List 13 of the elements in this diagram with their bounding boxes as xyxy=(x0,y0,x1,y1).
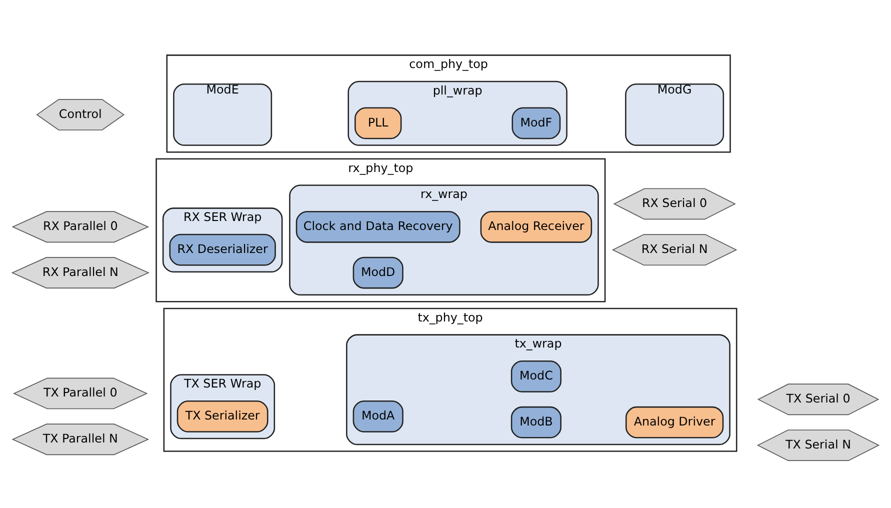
node-box: Clock and Data Recovery xyxy=(296,210,460,242)
node-box: TX Serializer xyxy=(176,400,268,432)
node-box: ModA xyxy=(352,400,404,432)
node-box: RX Deserializer xyxy=(169,233,276,266)
node-box: ModB xyxy=(510,406,562,438)
node-box: PLL xyxy=(354,106,402,139)
node-box: ModC xyxy=(510,360,562,392)
node-box: Analog Receiver xyxy=(480,210,592,242)
node-box: ModG xyxy=(625,82,724,146)
node-box: ModE xyxy=(173,82,272,146)
node-box: ModD xyxy=(352,256,404,288)
node-box: ModF xyxy=(512,106,561,139)
node-box: Analog Driver xyxy=(625,406,724,438)
